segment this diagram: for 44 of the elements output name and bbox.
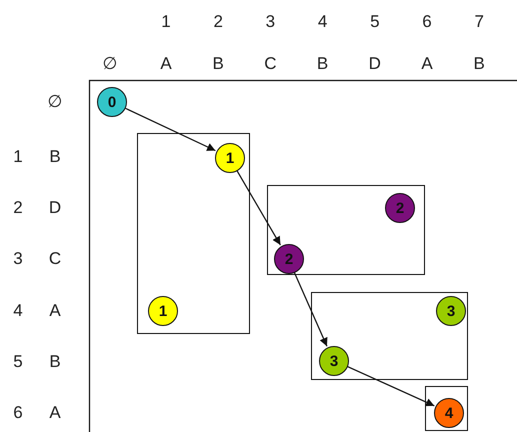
axis-label: A (421, 54, 433, 74)
axis-label: 5 (13, 352, 23, 372)
arrow (125, 108, 216, 152)
axis-label: 3 (266, 12, 276, 32)
group-frame (267, 185, 425, 275)
axis-label: A (160, 54, 172, 74)
axis-label: 4 (318, 12, 328, 32)
state-circle: 4 (434, 398, 464, 428)
state-circle: 2 (274, 244, 304, 274)
axis-label: ∅ (48, 92, 62, 112)
state-circle: 3 (436, 296, 466, 326)
axis-label: 6 (422, 12, 432, 32)
group-frame (311, 292, 468, 380)
axis-label: A (49, 300, 61, 321)
arrow (294, 271, 328, 347)
axis-label: C (48, 249, 62, 270)
arrow (236, 170, 281, 246)
axis-label: 1 (161, 12, 171, 32)
axis-label: 7 (474, 12, 484, 32)
axis-label: B (316, 54, 328, 74)
axis-label: D (48, 198, 62, 218)
group-frame (425, 386, 468, 431)
group-frame (137, 133, 250, 334)
axis-label: D (368, 54, 381, 74)
axis-label: B (49, 352, 61, 372)
axis-label: B (49, 147, 61, 167)
axis-label: B (474, 54, 485, 74)
axis-label: 3 (13, 249, 23, 270)
axis-label: 6 (13, 403, 23, 423)
state-circle: 0 (97, 87, 127, 117)
state-circle: 1 (148, 296, 178, 326)
state-circle: 2 (385, 193, 415, 223)
axis-label: A (49, 403, 61, 423)
axis-label: C (264, 54, 277, 74)
arrow (346, 366, 435, 406)
state-circle: 3 (319, 346, 349, 376)
axis-label: 1 (13, 147, 23, 167)
axis-label: 2 (13, 198, 23, 218)
axis-label: 2 (213, 12, 223, 32)
axis-label: 4 (13, 300, 23, 321)
axis-label: B (212, 54, 224, 74)
axis-label: ∅ (102, 54, 118, 74)
axis-label: 5 (370, 12, 380, 32)
state-circle: 1 (215, 143, 245, 173)
